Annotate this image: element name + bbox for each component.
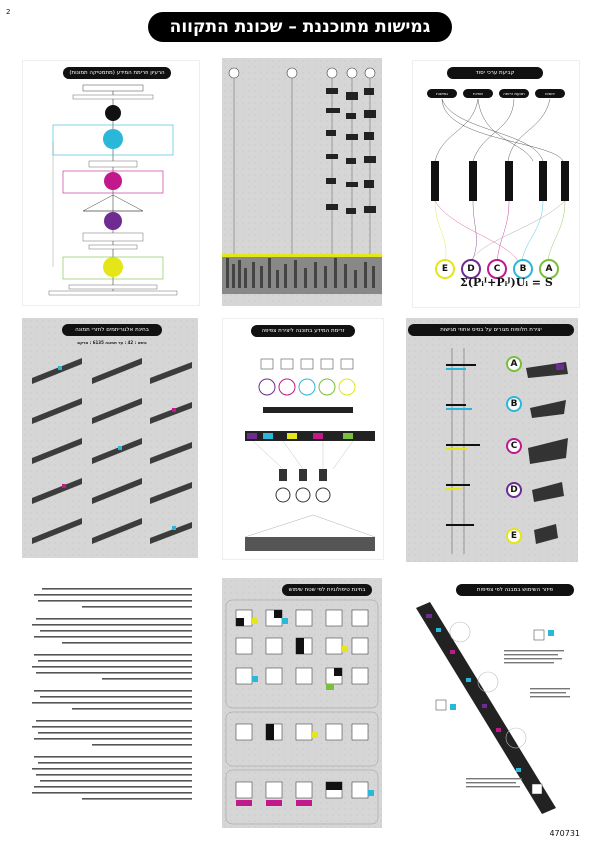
sets-header-4: יחסים [535,89,565,98]
process-flowchart [48,84,178,296]
option-circle-C: C [506,438,522,454]
option-circle-A: A [506,356,522,372]
sets-network [431,98,569,268]
page-number: 2 [6,8,11,16]
algorithm-panel: זרימת המידע בתוכנה ליצירת צפיפה [222,318,384,560]
process-panel-title: הרעיון וזרימת המידע (מתמטיקה תמונות) [63,67,171,79]
sets-formula: Σ(Pᵢᴵ+Pᵢᴶ)Uᵢ = S [460,276,553,289]
process-panel: הרעיון וזרימת המידע (מתמטיקה תמונות) [22,60,200,306]
elevation-panel-title: בחינת אלגוריתמים לחזרי תמונה [62,324,162,336]
units-grid [225,599,379,825]
set-circle-E: E [435,259,455,279]
set-circle-C: C [487,259,507,279]
sets-header-1: גמישות [427,89,457,98]
option-circle-D: D [506,482,522,498]
algorithm-panel-title: זרימת המידע בתוכנה ליצירת צפיפה [251,325,355,337]
building-panel-title: פיזור השימוש במבנה לפי צפיפות [456,584,574,596]
algorithm-flow [244,358,376,551]
option-circle-B: B [506,396,522,412]
page-title: גמישות מתוכננת – שכונת התקווה [148,12,452,42]
sets-panel-title: קביעת ערכי יסוד [447,67,543,79]
building-panel: פיזור השימוש במבנה לפי צפיפות [406,578,578,828]
elevation-caption: נושא : 42 : עד תמונה 6135 : מרקם [77,340,147,345]
text-lines [32,588,192,800]
sets-header-2: שחיות [463,89,493,98]
options-panel-title: יצירת חלופות מגורים על בסיס אחוזי מגישות [408,324,574,336]
page-id: 470731 [549,829,580,838]
sets-header-3: תנועת זרימה [499,89,529,98]
set-circle-B: B [513,259,533,279]
option-circle-E: E [506,528,522,544]
options-panel: יצירת חלופות מגורים על בסיס אחוזי מגישות… [406,318,578,562]
matrix-panel [222,58,382,306]
building-diagram [416,602,570,814]
elevation-strips [32,358,192,544]
units-panel: בחינת טיפולוגיות לפי שטח שימוש [222,578,382,828]
set-circle-D: D [461,259,481,279]
text-column [22,580,198,830]
options-bars [446,348,568,554]
sets-panel: קביעת ערכי יסוד גמישות שחיות תנועת זרימה… [412,60,580,308]
matrix-graphic [222,67,382,294]
units-panel-title: בחינת טיפולוגיות לפי שטח שימוש [282,584,372,596]
set-circle-A: A [539,259,559,279]
elevation-panel: בחינת אלגוריתמים לחזרי תמונה נושא : 42 :… [22,318,198,558]
